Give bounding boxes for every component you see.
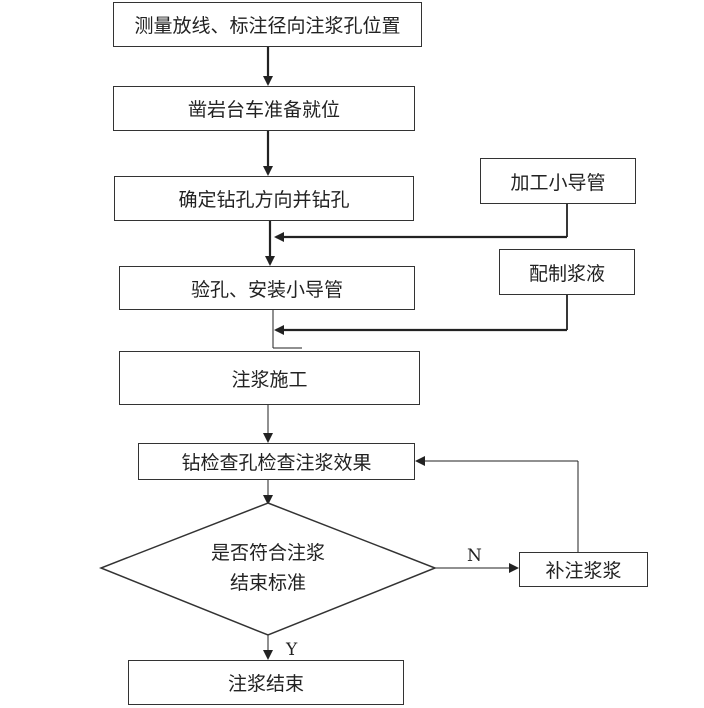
side-prepare-slurry-label: 配制浆液 <box>528 262 605 285</box>
side-process-pipe-label: 加工小导管 <box>510 171 606 194</box>
step-check: 钻检查孔检查注浆效果 <box>138 443 415 480</box>
step-end-label: 注浆结束 <box>227 673 304 695</box>
side-process-pipe: 加工小导管 <box>480 158 636 204</box>
step-drill-ready-label: 凿岩台车准备就位 <box>187 99 340 121</box>
branch-label-yes: Y <box>286 640 298 660</box>
step-drill: 确定钻孔方向并钻孔 <box>114 176 414 221</box>
decision-line-1: 是否符合注浆 <box>210 542 325 564</box>
step-check-label: 钻检查孔检查注浆效果 <box>181 452 372 474</box>
step-survey-label: 测量放线、标注径向注浆孔位置 <box>134 15 401 37</box>
step-survey: 测量放线、标注径向注浆孔位置 <box>113 2 422 47</box>
decision-line-2: 结束标准 <box>229 572 306 594</box>
step-grouting: 注浆施工 <box>119 351 420 405</box>
step-supplement: 补注浆浆 <box>519 552 648 587</box>
step-inspect-install-label: 验孔、安装小导管 <box>190 278 343 301</box>
side-prepare-slurry: 配制浆液 <box>499 249 635 295</box>
step-drill-ready: 凿岩台车准备就位 <box>113 86 415 131</box>
branch-label-no: N <box>467 546 482 566</box>
step-supplement-label: 补注浆浆 <box>545 560 622 582</box>
decision-text: 是否符合注浆 结束标准 <box>188 538 348 598</box>
step-end: 注浆结束 <box>128 660 404 705</box>
step-inspect-install: 验孔、安装小导管 <box>119 266 415 310</box>
step-grouting-label: 注浆施工 <box>231 368 308 391</box>
step-drill-label: 确定钻孔方向并钻孔 <box>178 189 350 211</box>
decision-diamond <box>98 502 438 636</box>
